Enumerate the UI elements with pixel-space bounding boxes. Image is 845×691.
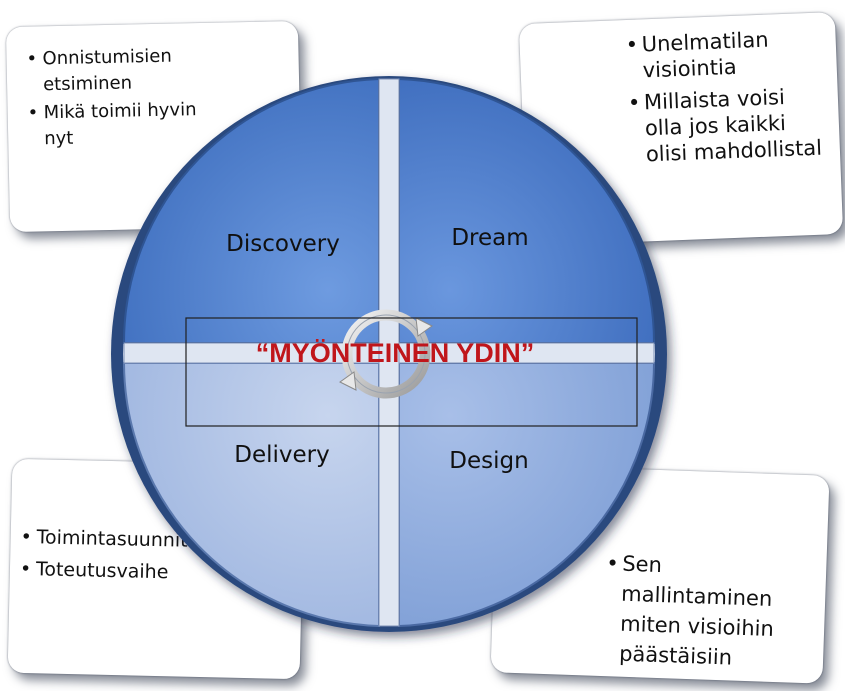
quadrant-discovery xyxy=(122,77,380,344)
quadrant-delivery xyxy=(122,362,380,628)
core-label: “MYÖNTEINEN YDIN” xyxy=(256,338,535,368)
phase-label-design: Design xyxy=(449,448,528,474)
phase-label-delivery: Delivery xyxy=(234,442,329,468)
quadrant-design xyxy=(398,362,656,628)
cycle-arrows-icon xyxy=(339,309,433,399)
divider-vertical xyxy=(378,78,400,627)
phase-label-dream: Dream xyxy=(451,225,528,251)
phase-label-discovery: Discovery xyxy=(226,231,340,257)
quadrant-dream xyxy=(398,77,656,344)
core-frame xyxy=(185,317,638,427)
